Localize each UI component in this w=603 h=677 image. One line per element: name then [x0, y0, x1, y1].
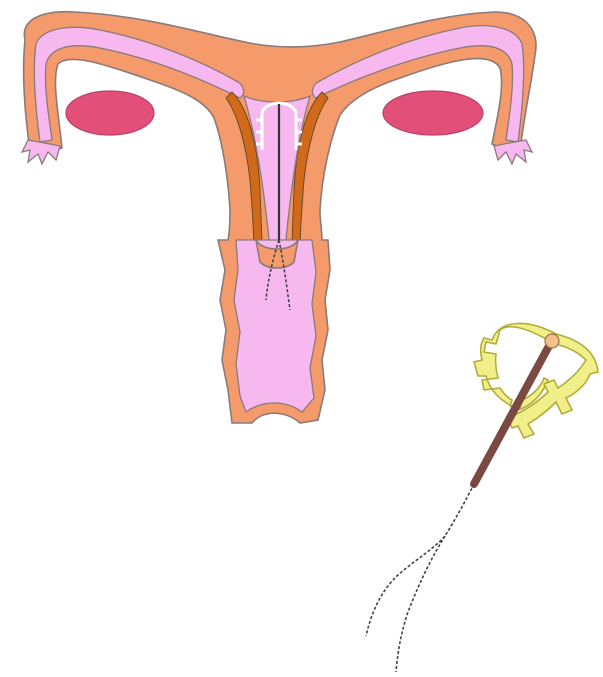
iud-device: [366, 323, 598, 672]
ovary-right: [383, 91, 483, 135]
iud-device-tip: [545, 334, 559, 348]
uterus-illustration: [22, 12, 536, 423]
ovary-left: [66, 91, 154, 135]
iud-device-threads: [366, 484, 474, 672]
iud-device-frame-right: [508, 334, 598, 438]
